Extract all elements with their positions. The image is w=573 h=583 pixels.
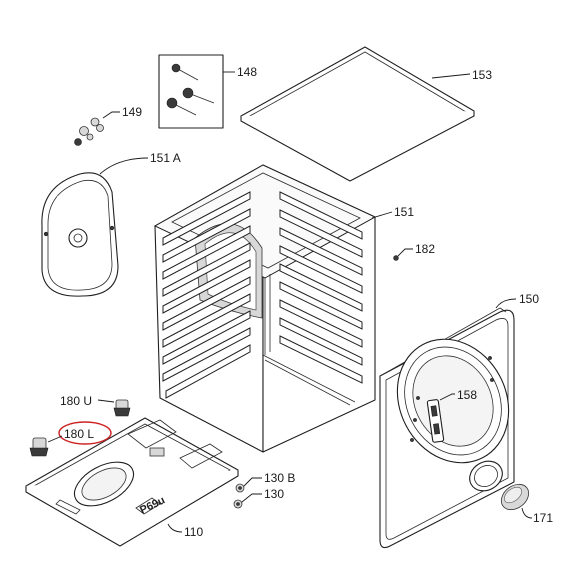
part-110-base[interactable]: P69u xyxy=(25,417,239,547)
leader-158 xyxy=(439,393,455,401)
label-180u: 180 U xyxy=(60,394,92,408)
part-180l-foot[interactable] xyxy=(29,437,49,457)
cabinet-left-ribs xyxy=(162,191,251,399)
part-151-cabinet[interactable] xyxy=(153,164,377,453)
leader-110 xyxy=(167,523,183,533)
label-151: 151 xyxy=(394,205,414,219)
leader-171 xyxy=(521,507,533,519)
leader-149 xyxy=(102,111,120,119)
part-150-front-panel[interactable] xyxy=(376,307,530,549)
label-151a: 151 A xyxy=(150,151,181,165)
label-110: 110 xyxy=(184,525,203,539)
leader-130 xyxy=(241,493,262,503)
label-171: 171 xyxy=(533,511,553,525)
leader-150 xyxy=(495,298,517,309)
cabinet-right-ribs xyxy=(279,191,363,384)
part-180u-foot[interactable] xyxy=(113,399,131,417)
part-148-leveling-feet[interactable] xyxy=(158,54,224,129)
label-158: 158 xyxy=(457,388,477,402)
highlight-circle-180l xyxy=(58,421,112,445)
label-182: 182 xyxy=(415,242,435,256)
leader-130b xyxy=(243,477,262,487)
label-130b: 130 B xyxy=(264,471,295,485)
part-182-screw[interactable] xyxy=(393,255,399,261)
leader-180u xyxy=(97,399,115,403)
leader-151a xyxy=(99,157,149,175)
part-158-latch[interactable] xyxy=(426,399,445,443)
part-130-screw[interactable] xyxy=(233,499,243,509)
part-151a-back-cover[interactable] xyxy=(41,172,119,297)
part-153-top-panel[interactable] xyxy=(240,46,475,182)
label-130: 130 xyxy=(264,487,284,501)
label-180l: 180 L xyxy=(64,427,94,441)
part-130b-screw[interactable] xyxy=(235,483,245,493)
label-150: 150 xyxy=(519,292,539,306)
leader-180l xyxy=(47,435,63,443)
leader-151 xyxy=(371,211,393,219)
label-153: 153 xyxy=(472,68,492,82)
label-148: 148 xyxy=(237,65,257,79)
leader-182 xyxy=(397,248,413,257)
label-149: 149 xyxy=(122,105,142,119)
leader-153 xyxy=(431,73,471,79)
part-149-clips[interactable] xyxy=(74,117,104,146)
part-171-filter-cap[interactable] xyxy=(496,479,533,515)
